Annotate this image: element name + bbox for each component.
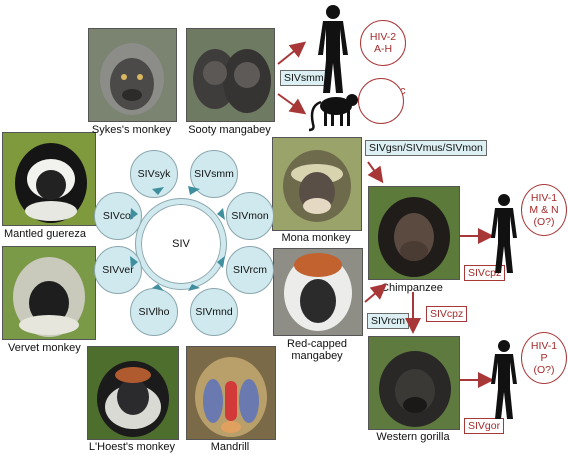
siv-node-mon: SIVmon [226, 192, 274, 240]
hiv1-mn-circle: HIV-1 M & N (O?) [521, 184, 567, 236]
macaque-figure [308, 94, 358, 132]
red-capped-mangabey-caption: Red-capped mangabey [287, 338, 347, 362]
hiv1p-line1: HIV-1 [530, 340, 558, 352]
siv-node-rcm: SIVrcm [226, 246, 274, 294]
label-sivsmm: SIVsmm [280, 70, 328, 86]
sooty-mangabey-caption: Sooty mangabey [188, 124, 271, 136]
vervet-monkey-photo [2, 246, 96, 340]
mandrill-caption: Mandrill [210, 441, 250, 453]
human-figure-hiv1-mn [491, 194, 517, 273]
hiv1mn-line1: HIV-1 [530, 192, 558, 204]
arrow-sooty-to-human [277, 41, 307, 65]
vervet-monkey-caption: Vervet monkey [8, 342, 81, 354]
chimpanzee-caption: Chimpanzee [381, 282, 443, 294]
label-sivcpz-lower: SIVcpz [426, 306, 468, 322]
mantled-guereza-caption: Mantled guereza [4, 228, 86, 240]
lhoest-monkey-photo [87, 346, 179, 440]
arrow-mona-to-chimp [367, 161, 384, 184]
siv-node-col: SIVcol [94, 192, 142, 240]
sykes-monkey-caption: Sykes's monkey [91, 124, 172, 136]
label-sivcpz-upper: SIVcpz [464, 265, 506, 281]
western-gorilla-caption: Western gorilla [376, 431, 450, 443]
siv-node-smm: SIVsmm [190, 150, 238, 198]
mandrill-photo [186, 346, 276, 440]
label-sivrcm: SIVrcm [367, 313, 410, 329]
label-sivgor: SIVgor [464, 418, 505, 434]
hiv2-line1: HIV-2 [369, 31, 397, 43]
mona-monkey-caption: Mona monkey [281, 232, 351, 244]
siv-node-mnd: SIVmnd [190, 288, 238, 336]
red-capped-mangabey-photo [273, 248, 363, 336]
chimpanzee-photo [368, 186, 460, 280]
hiv2-circle: HIV-2 A-H [360, 20, 406, 66]
siv-node-ver: SIVver [94, 246, 142, 294]
sykes-monkey-photo [88, 28, 177, 122]
hiv1-p-circle: HIV-1 P (O?) [521, 332, 567, 384]
sivmac-circle [358, 78, 404, 124]
siv-node-lho: SIVlho [130, 288, 178, 336]
mantled-guereza-photo [2, 132, 96, 226]
hiv1mn-line3: (O?) [533, 216, 555, 228]
mona-monkey-photo [272, 137, 362, 231]
human-figure-hiv1-p [491, 340, 517, 419]
western-gorilla-photo [368, 336, 460, 430]
lhoest-monkey-caption: L'Hoest's monkey [88, 441, 176, 453]
hiv1p-line2: P [540, 352, 548, 364]
hiv1p-line3: (O?) [533, 364, 555, 376]
siv-node-syk: SIVsyk [130, 150, 178, 198]
hiv1mn-line2: M & N [529, 204, 559, 216]
sooty-mangabey-photo [186, 28, 275, 122]
hiv2-line2: A-H [373, 43, 393, 55]
siv-center: SIV [136, 199, 226, 289]
label-sivgsn-sivmus-sivmon: SIVgsn/SIVmus/SIVmon [365, 140, 487, 156]
arrow-sooty-to-macaque [277, 93, 307, 115]
